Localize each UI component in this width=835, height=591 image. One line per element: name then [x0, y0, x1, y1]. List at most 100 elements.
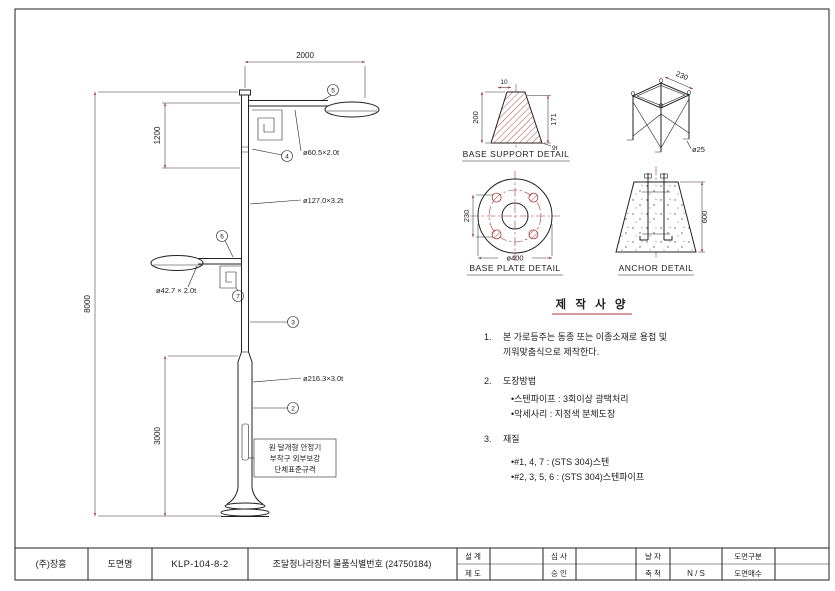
scale-value: N / S	[687, 569, 705, 578]
bolt-circle	[488, 189, 542, 243]
lower-arm	[150, 255, 242, 289]
company-name: (주)장흥	[36, 558, 67, 569]
part-balloon-3: 3	[250, 316, 299, 328]
drawing-number: KLP-104-8-2	[171, 559, 228, 570]
note-line-2: 부착구 외부보강	[270, 453, 320, 463]
ballast-note-box: 원 달개형 안정기 부착구 외부보강 단체표준규격	[249, 438, 337, 478]
spec-item-3-heading: 재질	[503, 433, 520, 444]
plate-centerlines	[470, 171, 560, 261]
dimension-2000: 2000	[244, 51, 366, 98]
dim-9t-text: 9t	[552, 145, 558, 152]
base-plate	[220, 508, 270, 517]
anchor-bolts	[647, 173, 665, 240]
cage-bracing	[632, 98, 690, 149]
drawing-class-label: 도면구분	[734, 551, 762, 561]
base-support-detail: 10 200 171 9t BASE SUPPORT DETAIL	[462, 79, 570, 162]
sheet-count-label: 도면매수	[734, 568, 762, 578]
anchor-bolt-cage-isometric: 230 ø25	[627, 69, 705, 154]
dimension-8000: 8000	[83, 91, 238, 517]
date-label: 날 자	[645, 551, 661, 561]
streetlight-elevation: 5 4 6 7 3 2 ø60.5×2.0	[83, 51, 380, 517]
plate-outer-circle	[477, 178, 553, 254]
dim-10-text: 10	[500, 79, 508, 86]
anchor-title: ANCHOR DETAIL	[619, 263, 694, 273]
top-luminaire	[324, 101, 380, 118]
part-balloon-5: 5	[321, 84, 339, 101]
dimension-3000: 3000	[153, 355, 238, 517]
anchor-nut	[644, 173, 652, 179]
specs-title: 제 작 사 양	[556, 297, 629, 311]
access-door	[241, 423, 249, 461]
base-support-title: BASE SUPPORT DETAIL	[463, 149, 570, 159]
scroll-bracket-top	[252, 109, 283, 141]
dim-2000-text: 2000	[296, 51, 314, 60]
bolt-hole	[491, 229, 502, 240]
spec-item-3-bullet-2: •#2, 3, 5, 6 : (STS 304)스텐파이프	[511, 472, 644, 482]
balloon-2-number: 2	[291, 406, 295, 413]
note-line-1: 원 달개형 안정기	[269, 442, 321, 452]
dimension-1200: 1200	[153, 102, 240, 169]
pole-outline	[220, 89, 270, 517]
spec-item-3-bullet-1: •#1, 4, 7 : (STS 304)스텐	[511, 457, 609, 467]
cage-bolts	[632, 83, 690, 152]
scale-label: 축 척	[645, 569, 661, 578]
part-balloon-2: 2	[253, 402, 299, 414]
scroll-bracket-lower	[219, 265, 242, 289]
dim-8000-text: 8000	[83, 295, 92, 313]
dim-230-cage-text: 230	[674, 69, 689, 82]
sheet-border	[14, 8, 830, 581]
dim-3000-text: 3000	[153, 427, 162, 445]
design-label: 설 계	[465, 551, 481, 561]
label-upper-pole-pipe: ø127.0×3.2t	[303, 196, 344, 205]
title-block: (주)장흥 도면명 KLP-104-8-2 조달청나라장터 물품식별번호 (24…	[15, 547, 829, 580]
spec-item-2-bullet-2: •악세사리 : 지정색 분체도장	[511, 408, 615, 419]
base-plate-title: BASE PLATE DETAIL	[469, 263, 560, 273]
plate-center-hole	[501, 202, 529, 230]
dim-1200-text: 1200	[153, 126, 162, 144]
part-balloon-7: 7	[232, 287, 244, 302]
base-plate-detail: 230 ø400 BASE PLATE DETAIL	[462, 171, 563, 276]
template-plates	[642, 191, 670, 235]
spec-item-1-number: 1.	[484, 332, 492, 342]
lower-luminaire	[150, 255, 204, 271]
dim-171-text: 171	[549, 113, 558, 126]
dim-depth-text: 600	[700, 211, 709, 224]
part-balloon-6: 6	[216, 230, 234, 258]
part-balloon-4: 4	[251, 148, 293, 162]
anchor-nut	[660, 173, 668, 179]
balloon-3-number: 3	[291, 320, 295, 327]
fabrication-specs: 제 작 사 양 1. 본 가로등주는 동종 또는 이종소재로 용접 및 끼워맞춤…	[484, 297, 667, 482]
drawing-name-label: 도면명	[108, 559, 133, 569]
label-main-pole-pipe: ø216.3×3.0t	[303, 374, 344, 383]
base-ring	[224, 502, 266, 510]
pipe-labels: ø60.5×2.0t ø127.0×3.2t ø42.7 × 2.0t ø216…	[156, 109, 344, 383]
label-top-arm-pipe: ø60.5×2.0t	[303, 148, 340, 157]
bolt-hole	[528, 192, 539, 203]
spec-item-1-line-1: 본 가로등주는 동종 또는 이종소재로 용접 및	[503, 331, 667, 342]
spec-item-1-line-2: 끼워맞춤식으로 제작한다.	[503, 346, 599, 357]
dim-230-plate-text: 230	[462, 210, 471, 223]
balloon-5-number: 5	[331, 88, 335, 95]
bolt-hole	[491, 192, 502, 203]
label-lower-arm-pipe: ø42.7 × 2.0t	[156, 286, 197, 295]
anchor-detail: 600 ANCHOR DETAIL	[615, 166, 709, 276]
dim-bolt-dia-text: ø25	[692, 145, 705, 154]
top-arm	[248, 100, 380, 141]
balloon-7-number: 7	[236, 294, 240, 301]
balloon-6-number: 6	[220, 234, 224, 241]
dim-400-text: ø400	[506, 254, 523, 263]
base-support-section	[490, 91, 543, 144]
approve-label: 승 인	[551, 568, 567, 578]
spec-item-2-bullet-1: •스텐파이프 : 3회이상 광택처리	[511, 393, 629, 404]
draft-label: 제 도	[465, 569, 481, 578]
balloon-4-number: 4	[285, 154, 289, 161]
note-line-3: 단체표준규격	[274, 464, 315, 474]
dim-200-text: 200	[471, 111, 480, 124]
spec-item-2-heading: 도장방법	[503, 376, 536, 386]
spec-item-2-number: 2.	[484, 376, 492, 386]
concrete-foundation	[615, 181, 697, 253]
bolt-hole	[528, 229, 539, 240]
product-id: 조달청나라장터 물품식별번호 (24750184)	[273, 558, 432, 569]
